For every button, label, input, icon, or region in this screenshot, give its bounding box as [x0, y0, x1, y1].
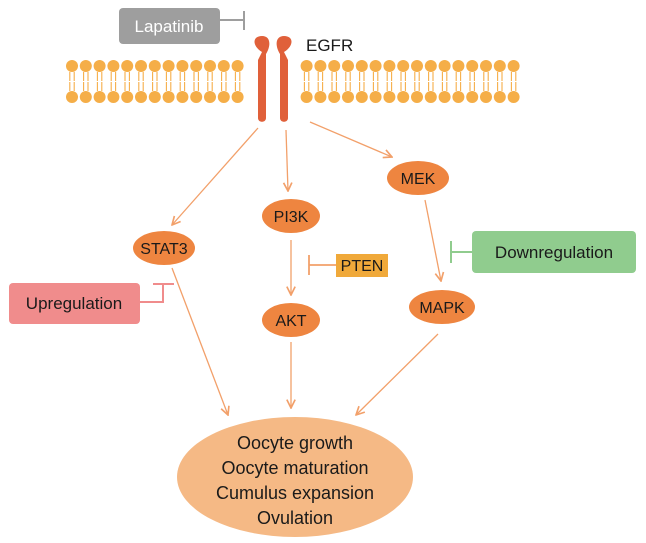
lipid-head: [107, 91, 120, 103]
lipid-head: [507, 60, 520, 72]
lipid-head: [355, 91, 368, 103]
lipid-head: [369, 91, 382, 103]
lipid-head: [397, 60, 410, 72]
outcome-line-3: Cumulus expansion: [216, 483, 374, 503]
lipid-head: [383, 60, 396, 72]
lipid-head: [217, 60, 230, 72]
upregulation-connector: [140, 284, 164, 303]
lipid-head: [383, 91, 396, 103]
lipid-head: [466, 60, 479, 72]
arrow-mapk-to-outcome: [356, 333, 439, 415]
outcome-line-4: Ovulation: [257, 508, 333, 528]
node-mapk-label: MAPK: [419, 300, 465, 317]
arrow-mek-to-mapk: [424, 199, 441, 281]
node-pi3k: PI3K: [262, 199, 320, 233]
lipid-head: [424, 91, 437, 103]
lipid-head: [480, 91, 492, 103]
node-stat3: STAT3: [133, 231, 195, 265]
lipid-head: [507, 91, 520, 103]
lipid-head: [93, 60, 106, 72]
membrane-lipid-heads: [66, 60, 520, 103]
upregulation-label: Upregulation: [26, 294, 122, 313]
downregulation-label: Downregulation: [495, 243, 613, 262]
lipid-head: [355, 60, 368, 72]
lipid-head: [300, 60, 313, 72]
lipid-head: [93, 91, 106, 103]
lipid-head: [79, 60, 92, 72]
lipid-head: [466, 91, 479, 103]
lipid-head: [411, 60, 423, 72]
arrow-egfr-to-mek: [309, 121, 392, 157]
lipid-head: [190, 60, 203, 72]
lipid-head: [135, 60, 147, 72]
pten-label: PTEN: [341, 258, 384, 275]
lipid-head: [162, 91, 175, 103]
lipid-head: [328, 60, 341, 72]
node-pi3k-label: PI3K: [274, 209, 309, 226]
lapatinib-box: [119, 8, 220, 44]
lipid-head: [452, 60, 465, 72]
lipid-head: [397, 91, 410, 103]
outcome-line-1: Oocyte growth: [237, 433, 353, 453]
outcome-ellipse: Oocyte growth Oocyte maturation Cumulus …: [177, 417, 413, 537]
arrow-egfr-to-pi3k: [286, 129, 288, 191]
lipid-head: [162, 60, 175, 72]
pten-box: [336, 254, 388, 277]
lapatinib-label: Lapatinib: [134, 17, 203, 36]
egfr-receptor: [254, 36, 292, 122]
arrow-egfr-to-stat3: [172, 127, 259, 225]
lipid-head: [424, 60, 437, 72]
lipid-head: [204, 91, 216, 103]
lipid-head: [204, 60, 216, 72]
lipid-head: [148, 60, 161, 72]
lipid-head: [148, 91, 161, 103]
node-akt-label: AKT: [275, 313, 306, 330]
lipid-head: [411, 91, 423, 103]
lipid-head: [493, 60, 506, 72]
egfr-label: EGFR: [306, 36, 353, 55]
egfr-receptor-left-subunit: [254, 36, 270, 122]
lipid-head: [300, 91, 313, 103]
lipid-head: [480, 60, 492, 72]
lipid-head: [369, 60, 382, 72]
arrow-stat3-to-outcome: [171, 267, 228, 415]
lipid-head: [314, 60, 327, 72]
lipid-head: [135, 91, 147, 103]
lipid-head: [231, 91, 244, 103]
membrane-lipid-tails: [69, 72, 517, 91]
node-mapk: MAPK: [409, 290, 475, 324]
cell-membrane: [66, 60, 520, 103]
lipid-head: [217, 91, 230, 103]
lipid-head: [314, 91, 327, 103]
lipid-head: [107, 60, 120, 72]
node-mek-label: MEK: [401, 171, 436, 188]
node-mek: MEK: [387, 161, 449, 195]
lipid-head: [342, 91, 354, 103]
node-akt: AKT: [262, 303, 320, 337]
lipid-head: [66, 91, 78, 103]
lipid-head: [190, 91, 203, 103]
lipid-head: [231, 60, 244, 72]
downregulation-box: [472, 231, 636, 273]
lipid-head: [79, 91, 92, 103]
lipid-head: [342, 60, 354, 72]
lipid-head: [121, 60, 134, 72]
node-stat3-label: STAT3: [140, 241, 188, 258]
lipid-head: [328, 91, 341, 103]
lipid-head: [121, 91, 134, 103]
lipid-head: [493, 91, 506, 103]
lipid-head: [66, 60, 78, 72]
egfr-receptor-right-subunit: [276, 36, 292, 122]
lipid-head: [452, 91, 465, 103]
upregulation-box: [9, 283, 140, 324]
lipid-head: [176, 91, 189, 103]
lipid-head: [438, 60, 451, 72]
outcome-line-2: Oocyte maturation: [221, 458, 368, 478]
lipid-head: [438, 91, 451, 103]
lipid-head: [176, 60, 189, 72]
